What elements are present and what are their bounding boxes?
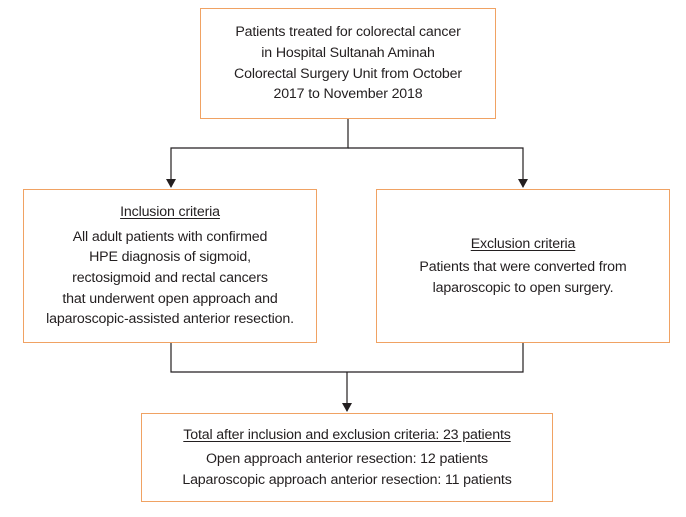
top-to-exclusion-connector xyxy=(348,147,528,188)
study-population-line: 2017 to November 2018 xyxy=(273,86,423,103)
exclusion-criteria-line: laparoscopic to open surgery. xyxy=(432,279,614,296)
final-total-box: Total after inclusion and exclusion crit… xyxy=(141,413,553,502)
exclusion-criteria-box: Exclusion criteria Patients that were co… xyxy=(376,189,670,343)
inclusion-criteria-title: Inclusion criteria xyxy=(120,204,220,221)
study-population-line: Colorectal Surgery Unit from October xyxy=(234,65,462,82)
inclusion-criteria-box: Inclusion criteria All adult patients wi… xyxy=(23,189,317,343)
laparoscopic-approach-count: Laparoscopic approach anterior resection… xyxy=(182,471,512,488)
open-approach-count: Open approach anterior resection: 12 pat… xyxy=(206,451,488,468)
final-total-title: Total after inclusion and exclusion crit… xyxy=(183,426,511,443)
study-population-line: Patients treated for colorectal cancer xyxy=(235,24,461,41)
inclusion-criteria-line: that underwent open approach and xyxy=(62,290,278,307)
exclusion-criteria-line: Patients that were converted from xyxy=(419,259,627,276)
top-to-inclusion-connector xyxy=(166,119,349,188)
study-population-line: in Hospital Sultanah Aminah xyxy=(261,44,435,61)
exclusion-merge-connector xyxy=(347,343,524,373)
study-population-box: Patients treated for colorectal cancer i… xyxy=(200,8,496,119)
inclusion-criteria-line: All adult patients with confirmed xyxy=(72,228,268,245)
inclusion-criteria-line: laparoscopic-assisted anterior resection… xyxy=(46,311,294,328)
inclusion-criteria-line: HPE diagnosis of sigmoid, xyxy=(89,249,251,266)
inclusion-criteria-line: rectosigmoid and rectal cancers xyxy=(72,270,268,286)
inclusion-merge-connector xyxy=(170,343,347,373)
exclusion-criteria-title: Exclusion criteria xyxy=(470,235,576,252)
